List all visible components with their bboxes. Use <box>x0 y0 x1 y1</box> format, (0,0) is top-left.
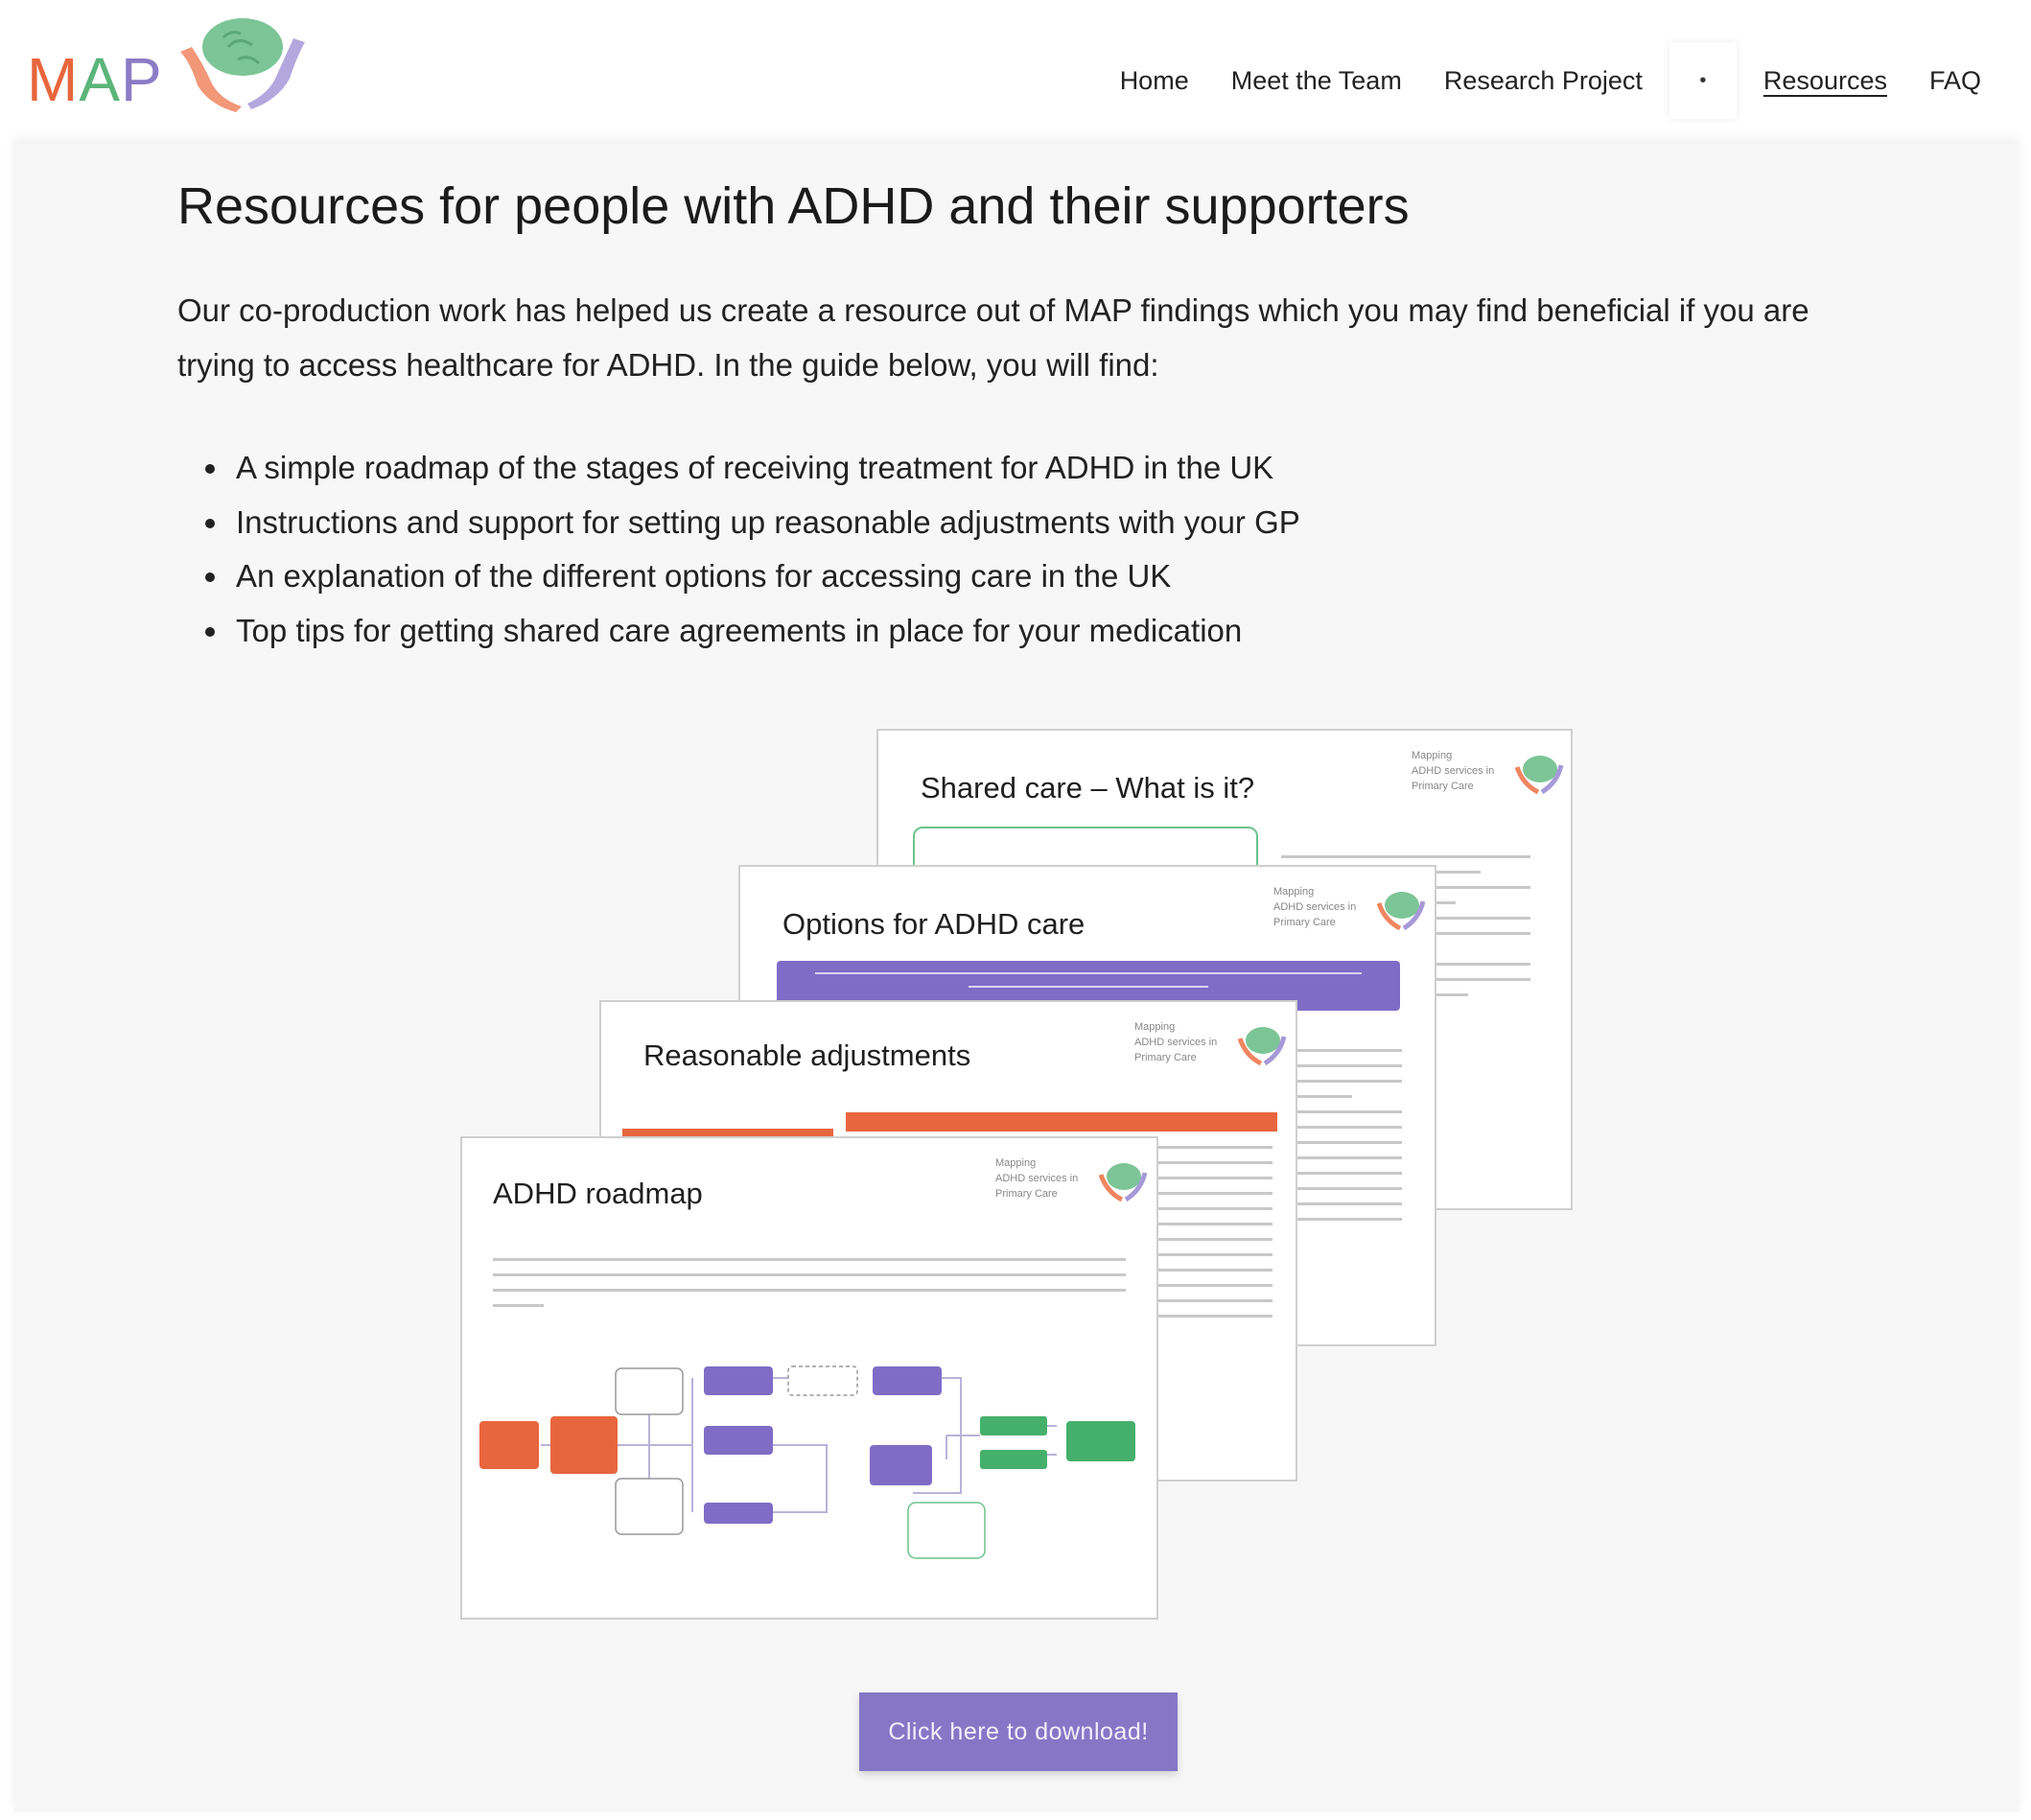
site-header: MAP Home Meet the Team Research Project … <box>0 0 2031 144</box>
dot-icon: • <box>1699 69 1707 91</box>
map-logo[interactable]: MAP <box>27 13 305 119</box>
list-item: Top tips for getting shared care agreeme… <box>205 604 1300 659</box>
list-item: Instructions and support for setting up … <box>205 496 1300 550</box>
slide-title: Options for ADHD care <box>782 907 1086 941</box>
nav-research-project[interactable]: Research Project <box>1443 66 1643 95</box>
nav-more-button[interactable]: • <box>1669 42 1737 119</box>
nav-resources[interactable]: Resources <box>1763 66 1887 95</box>
logo-wordmark: MAP <box>27 45 163 114</box>
brain-hands-icon <box>180 18 305 112</box>
list-item: A simple roadmap of the stages of receiv… <box>205 441 1300 496</box>
download-button[interactable]: Click here to download! <box>859 1692 1178 1771</box>
main-nav: Home Meet the Team Research Project • Re… <box>1099 42 2002 119</box>
slide-title: Reasonable adjustments <box>643 1038 971 1072</box>
nav-faq[interactable]: FAQ <box>1928 66 1981 95</box>
feature-list: A simple roadmap of the stages of receiv… <box>205 441 1300 658</box>
brain-hands-icon <box>1098 1163 1148 1202</box>
table-header <box>846 1112 1277 1132</box>
intro-paragraph: Our co-production work has helped us cre… <box>177 292 1809 383</box>
nav-home[interactable]: Home <box>1119 66 1189 95</box>
brain-hands-icon <box>1376 892 1426 931</box>
nav-meet-the-team[interactable]: Meet the Team <box>1230 66 1402 95</box>
page-title: Resources for people with ADHD and their… <box>177 177 1410 235</box>
slide-title: ADHD roadmap <box>493 1177 703 1210</box>
roadmap-diagram <box>479 1365 1135 1559</box>
brain-hands-icon <box>1237 1027 1287 1066</box>
slide-title: Shared care – What is it? <box>921 771 1255 805</box>
list-item: An explanation of the different options … <box>205 549 1300 604</box>
brain-hands-icon <box>1514 756 1564 795</box>
